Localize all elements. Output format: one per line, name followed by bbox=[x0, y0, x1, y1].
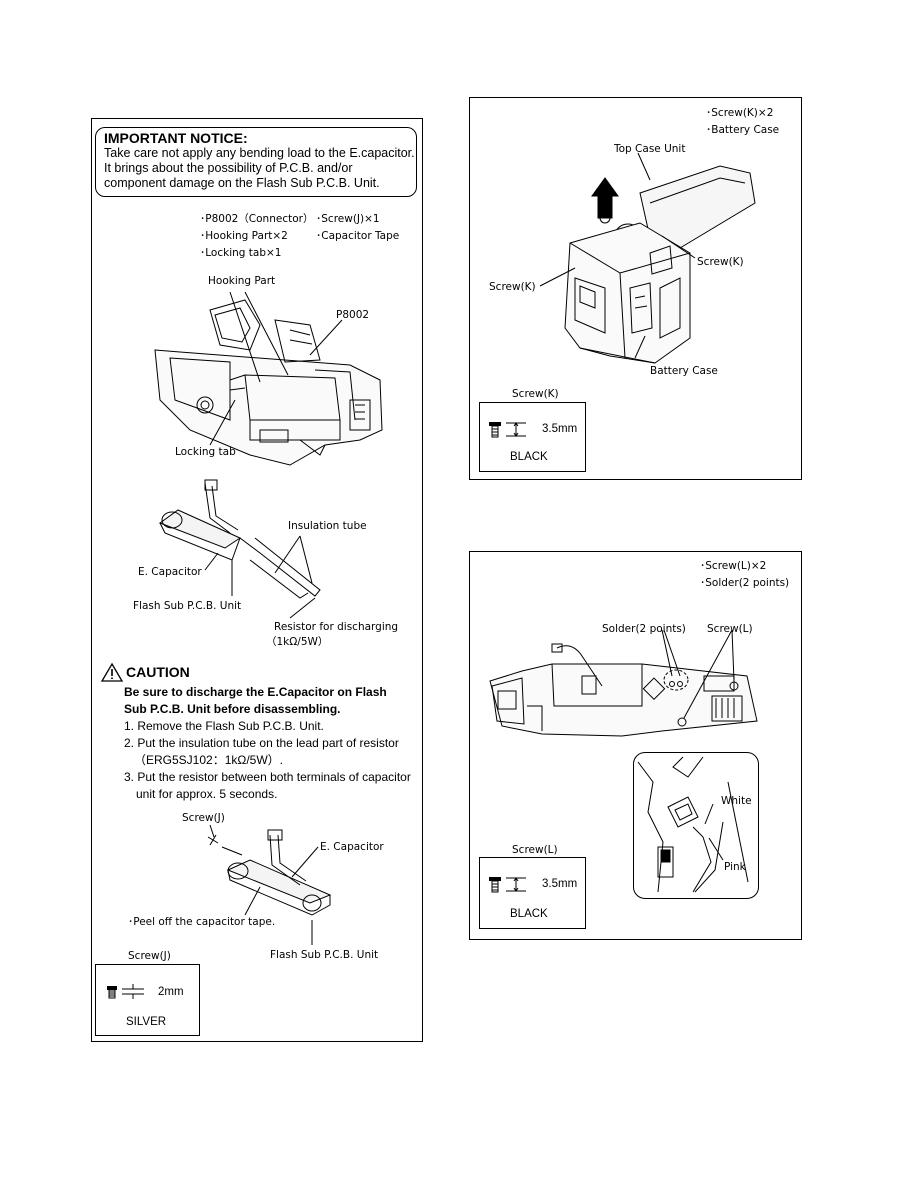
rb-parts-solder: ･Solder(2 points) bbox=[700, 577, 790, 589]
capacitor-screw-illustration bbox=[207, 824, 332, 945]
screw-icon-l bbox=[489, 877, 526, 893]
screw-j-spec-title: Screw(J) bbox=[128, 950, 171, 962]
label-peel-off: ･Peel off the capacitor tape. bbox=[128, 916, 276, 928]
pcb-assembly-illustration bbox=[489, 629, 758, 737]
label-e-capacitor-2: E. Capacitor bbox=[320, 841, 384, 853]
label-top-case-unit: Top Case Unit bbox=[614, 143, 686, 155]
wire-detail-frame bbox=[633, 752, 759, 899]
label-screw-l: Screw(L) bbox=[707, 623, 753, 635]
label-white: White bbox=[721, 795, 752, 807]
caution-step-2a: 2. Put the insulation tube on the lead p… bbox=[124, 736, 399, 750]
label-screw-k-left: Screw(K) bbox=[489, 281, 536, 293]
caution-step-3a: 3. Put the resistor between both termina… bbox=[124, 770, 411, 784]
caution-bold-2: Sub P.C.B. Unit before disassembling. bbox=[124, 702, 341, 716]
screw-l-size: 3.5mm bbox=[542, 878, 578, 890]
screw-j-size: 2mm bbox=[158, 986, 184, 998]
parts-item-locking: ･Locking tab×1 bbox=[200, 247, 282, 259]
label-screw-k-right: Screw(K) bbox=[697, 256, 744, 268]
parts-item-hooking: ･Hooking Part×2 bbox=[200, 230, 288, 242]
label-pink: Pink bbox=[724, 861, 746, 873]
parts-item-p8002: ･P8002（Connector） bbox=[200, 213, 314, 225]
label-solder: Solder(2 points) bbox=[602, 623, 686, 635]
caution-step-3b: unit for approx. 5 seconds. bbox=[136, 787, 278, 801]
parts-item-tape: ･Capacitor Tape bbox=[316, 230, 400, 242]
label-e-capacitor: E. Capacitor bbox=[138, 566, 202, 578]
label-screw-j: Screw(J) bbox=[182, 812, 225, 824]
label-p8002: P8002 bbox=[336, 309, 370, 321]
screw-j-spec-box: 2mm SILVER bbox=[95, 964, 200, 1036]
label-resistor-2: （1kΩ/5W） bbox=[266, 636, 329, 648]
rt-parts-screw-k: ･Screw(K)×2 bbox=[706, 107, 774, 119]
label-resistor-1: Resistor for discharging bbox=[274, 621, 399, 633]
screw-icon bbox=[107, 984, 144, 999]
notice-line-2: It brings about the possibility of P.C.B… bbox=[104, 161, 353, 175]
notice-line-1: Take care not apply any bending load to … bbox=[104, 146, 415, 160]
caution-text: Be sure to discharge the E.Capacitor on … bbox=[124, 684, 424, 803]
screw-j-color: SILVER bbox=[126, 1016, 167, 1028]
screw-k-spec-title: Screw(K) bbox=[512, 388, 559, 400]
screw-k-size: 3.5mm bbox=[542, 423, 578, 435]
camera-body-illustration bbox=[539, 152, 756, 364]
screw-l-spec-box: 3.5mm BLACK bbox=[479, 857, 586, 929]
screw-k-color: BLACK bbox=[510, 451, 548, 463]
screw-l-spec-title: Screw(L) bbox=[512, 844, 558, 856]
screw-icon-k bbox=[489, 422, 526, 438]
caution-step-2b: （ERG5SJ102：1kΩ/5W）. bbox=[134, 753, 284, 767]
capacitor-resistor-illustration bbox=[158, 479, 321, 619]
important-notice: IMPORTANT NOTICE: Take care not apply an… bbox=[95, 127, 417, 197]
warning-icon bbox=[100, 662, 124, 682]
label-flash-sub-pcb-2: Flash Sub P.C.B. Unit bbox=[270, 949, 379, 961]
screw-k-spec-box: 3.5mm BLACK bbox=[479, 402, 586, 472]
label-hooking-part: Hooking Part bbox=[208, 275, 276, 287]
label-insulation-tube: Insulation tube bbox=[288, 520, 367, 532]
notice-title: IMPORTANT NOTICE: bbox=[104, 130, 248, 146]
label-locking-tab: Locking tab bbox=[175, 446, 236, 458]
caution-bold-1: Be sure to discharge the E.Capacitor on … bbox=[124, 685, 387, 699]
screw-l-color: BLACK bbox=[510, 908, 548, 920]
caution-step-1: 1. Remove the Flash Sub P.C.B. Unit. bbox=[124, 719, 324, 733]
left-panel bbox=[91, 118, 423, 1042]
label-flash-sub-pcb: Flash Sub P.C.B. Unit bbox=[133, 600, 242, 612]
caution-title: CAUTION bbox=[126, 664, 190, 680]
notice-line-3: component damage on the Flash Sub P.C.B.… bbox=[104, 176, 380, 190]
rt-parts-battery-case: ･Battery Case bbox=[706, 124, 780, 136]
flash-unit-illustration bbox=[154, 291, 383, 466]
rb-parts-screw-l: ･Screw(L)×2 bbox=[700, 560, 767, 572]
label-battery-case: Battery Case bbox=[650, 365, 718, 377]
parts-item-screw-j: ･Screw(J)×1 bbox=[316, 213, 380, 225]
wire-detail-illustration bbox=[637, 756, 749, 893]
